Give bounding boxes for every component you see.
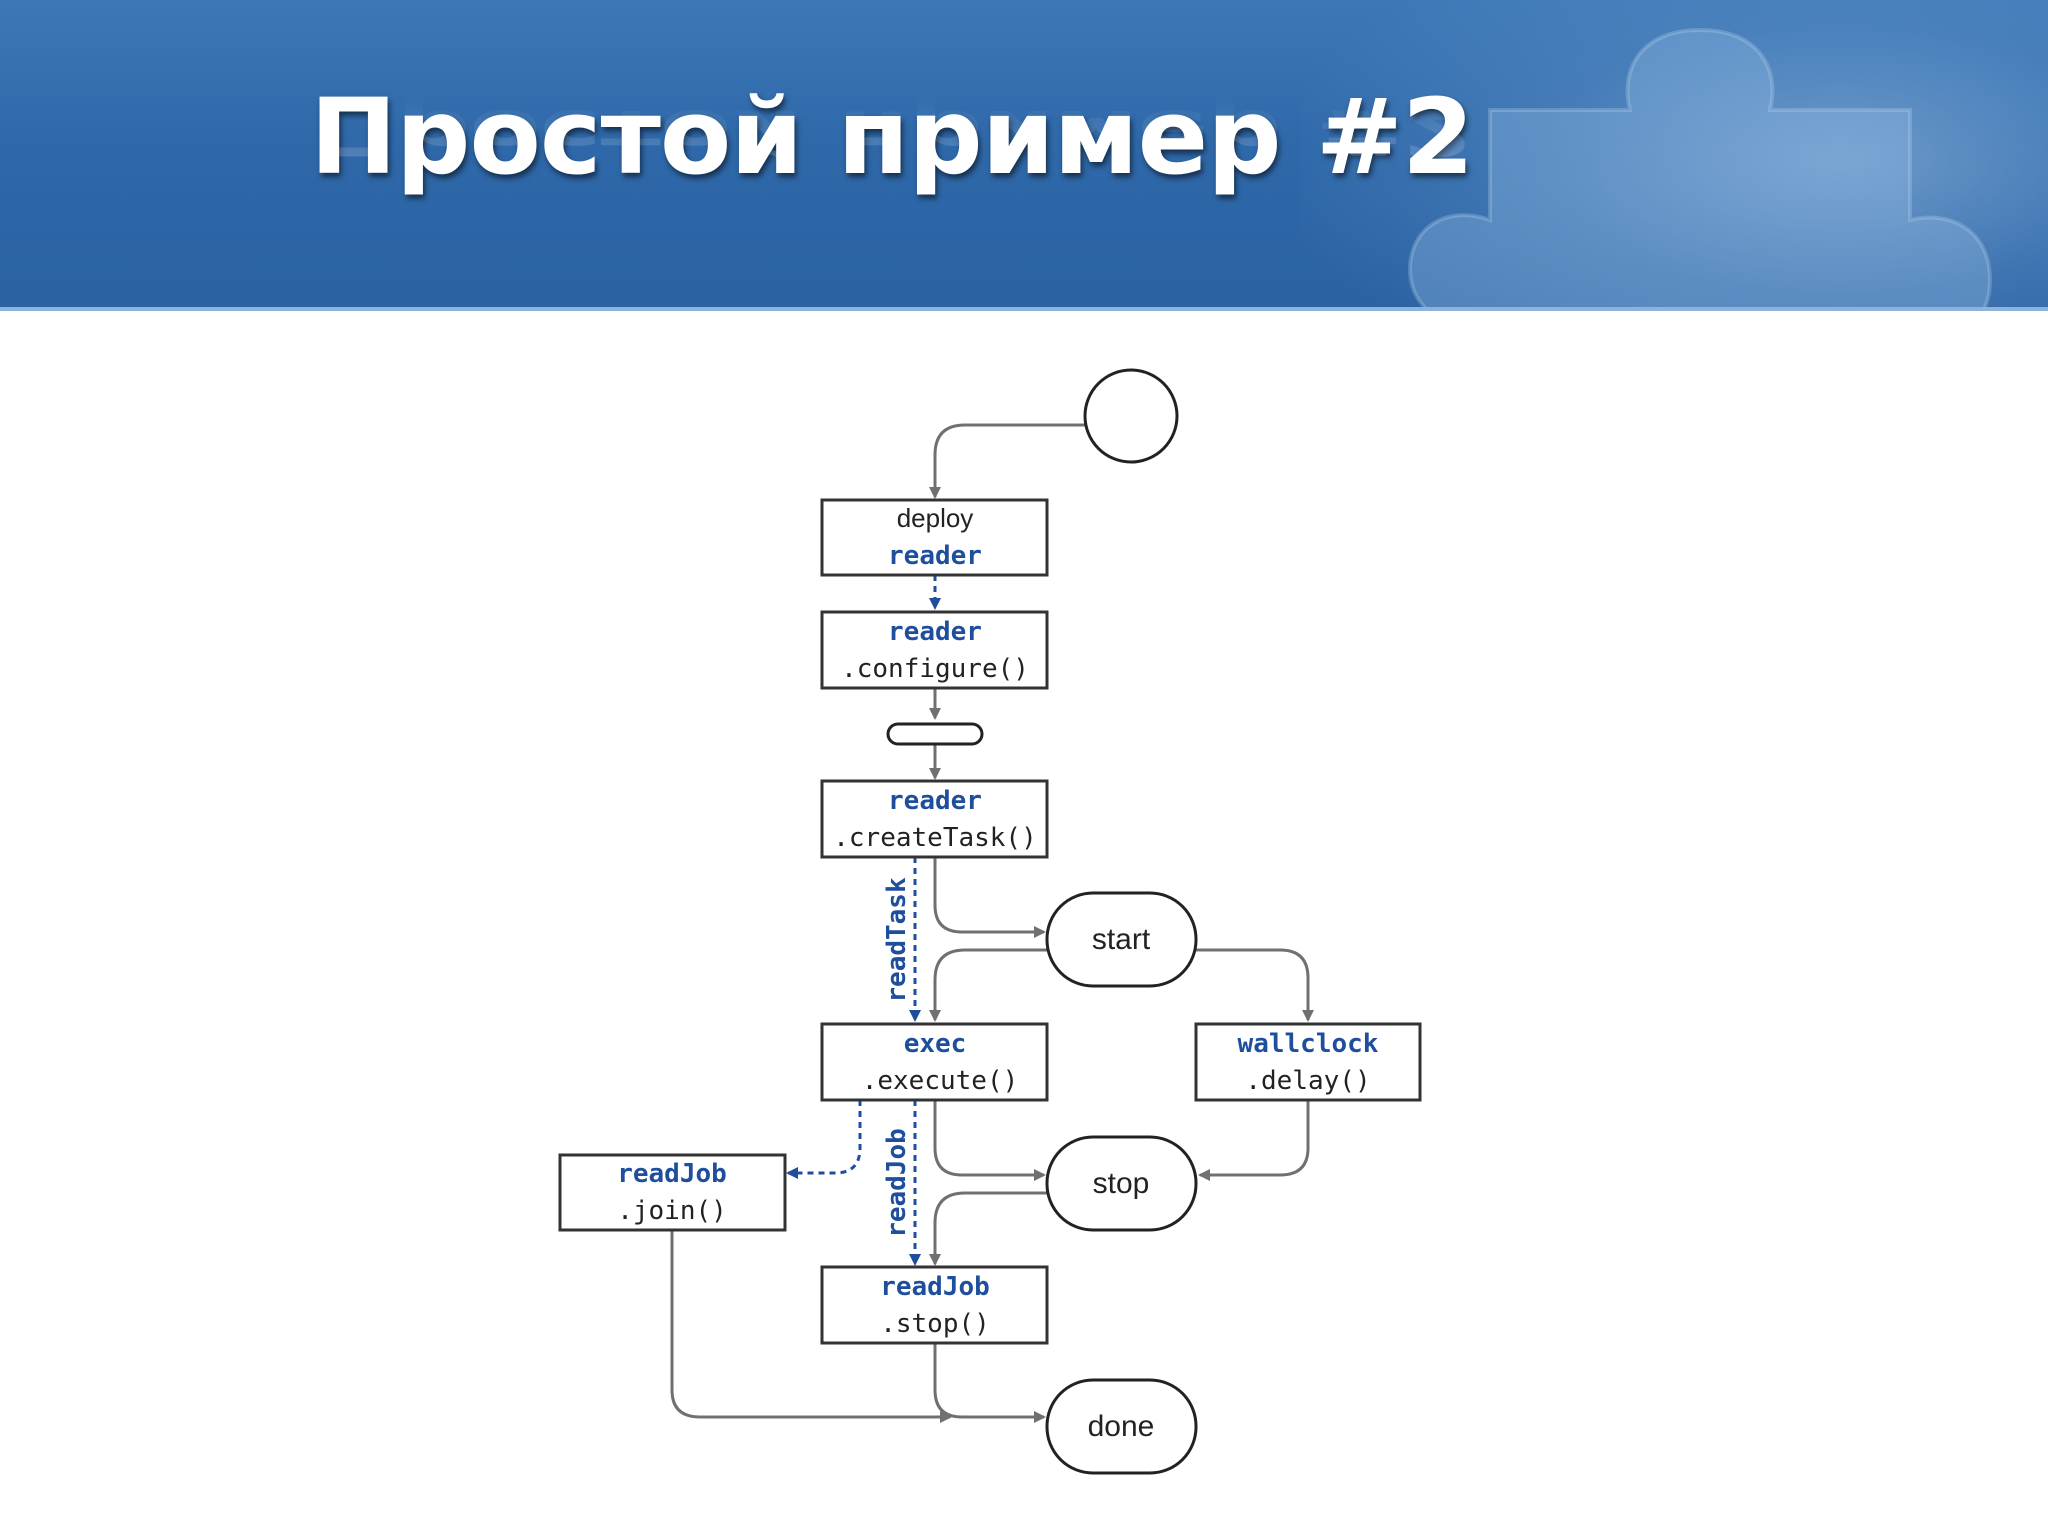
box-deploy-line1: deploy (897, 503, 974, 533)
edge-initial-to-deploy (929, 423, 1085, 499)
event-stop: stop (1045, 1135, 1198, 1232)
edge-jobstop-to-done (933, 1343, 1046, 1423)
edge-join-to-done (670, 1230, 952, 1423)
slide-title: Простой пример #2 (310, 76, 1474, 198)
box-deploy: deploy reader (820, 498, 1049, 577)
edge-label-readjob: readJob (882, 1128, 912, 1238)
box-jobstop-line2: .stop() (880, 1309, 990, 1339)
box-join-line1: readJob (617, 1159, 727, 1189)
edge-delay-to-stop (1198, 1100, 1310, 1181)
box-configure-line1: reader (888, 617, 982, 647)
box-join-line2: .join() (617, 1196, 727, 1226)
box-deploy-line2: reader (888, 541, 982, 571)
edge-start-to-execute (929, 948, 1047, 1022)
box-createtask-line2: .createTask() (833, 823, 1037, 853)
box-createtask-line1: reader (888, 786, 982, 816)
edge-label-readtask: readTask (882, 877, 912, 1003)
box-join: readJob .join() (558, 1153, 787, 1232)
edge-start-to-delay (1196, 948, 1314, 1022)
edge-execute-to-stop (933, 1100, 1046, 1181)
edge-stop-to-jobstop (929, 1191, 1047, 1266)
box-createtask: reader .createTask() (820, 779, 1049, 859)
box-delay-line2: .delay() (1245, 1066, 1370, 1096)
box-execute-line1: exec (904, 1029, 967, 1059)
sync-bar (886, 722, 984, 746)
box-delay-line1: wallclock (1238, 1029, 1379, 1059)
event-done-label: done (1088, 1410, 1155, 1443)
box-configure-line2: .configure() (841, 654, 1029, 684)
box-execute-line2: .execute() (862, 1066, 1019, 1096)
box-jobstop-line1: readJob (880, 1272, 990, 1302)
event-start-label: start (1092, 923, 1151, 956)
edge-execute-to-join (786, 1100, 862, 1179)
event-stop-label: stop (1093, 1167, 1150, 1200)
event-start: start (1045, 891, 1198, 988)
slide-header: Простой пример #2 Простой пример #2 (0, 0, 2048, 311)
box-delay: wallclock .delay() (1194, 1022, 1422, 1102)
box-execute: exec .execute() (820, 1022, 1049, 1102)
edge-createtask-to-start (933, 857, 1046, 938)
event-done: done (1045, 1378, 1198, 1475)
puzzle-piece-icon (1407, 27, 1993, 307)
header-glow (1300, 0, 2048, 307)
box-jobstop: readJob .stop() (820, 1265, 1049, 1345)
initial-node (1083, 368, 1179, 464)
box-configure: reader .configure() (820, 610, 1049, 690)
